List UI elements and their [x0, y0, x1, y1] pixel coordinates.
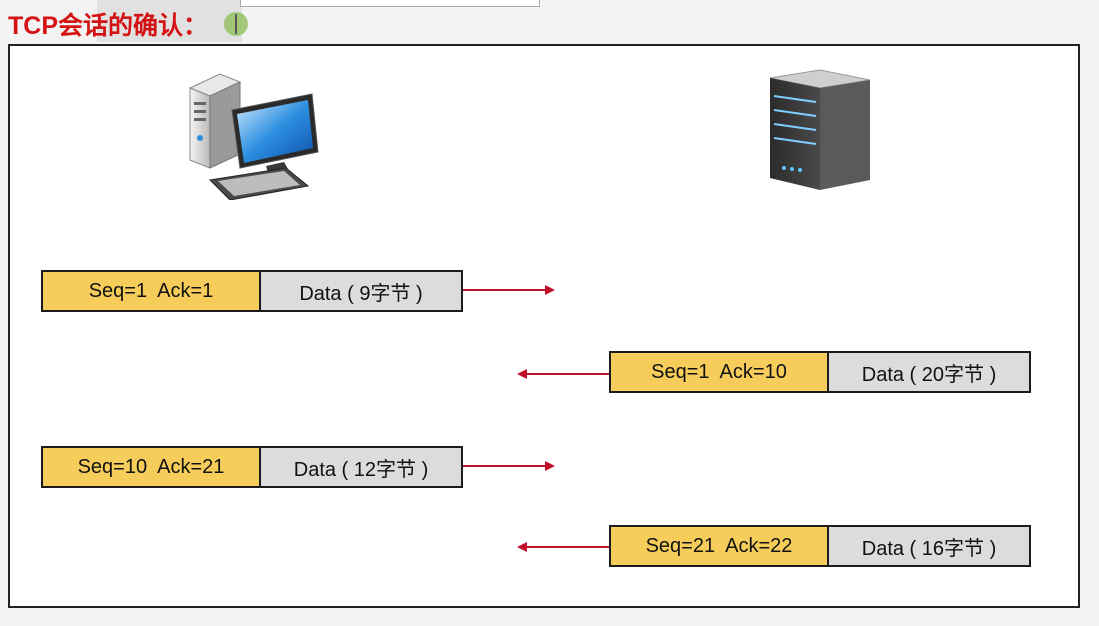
packet-3-seq-ack: Seq=10 Ack=21 [43, 448, 261, 486]
packet-4-data: Data ( 16字节 ) [829, 527, 1029, 565]
text-cursor-icon [235, 14, 237, 34]
packet-4: Seq=21 Ack=22 Data ( 16字节 ) [609, 525, 1031, 567]
packet-2: Seq=1 Ack=10 Data ( 20字节 ) [609, 351, 1031, 393]
server-tower-icon [769, 69, 871, 190]
packet-2-data: Data ( 20字节 ) [829, 353, 1029, 391]
diagram-frame [8, 44, 1080, 608]
packet-4-seq-ack: Seq=21 Ack=22 [611, 527, 829, 565]
top-strip [240, 0, 540, 7]
title-highlight [97, 0, 242, 42]
packet-1-data: Data ( 9字节 ) [261, 272, 461, 310]
packet-1: Seq=1 Ack=1 Data ( 9字节 ) [41, 270, 463, 312]
packet-3-data: Data ( 12字节 ) [261, 448, 461, 486]
desktop-computer-icon [188, 73, 319, 200]
arrow-right-icon [463, 461, 555, 471]
packet-3: Seq=10 Ack=21 Data ( 12字节 ) [41, 446, 463, 488]
arrow-left-icon [517, 369, 609, 379]
arrow-left-icon [517, 542, 609, 552]
packet-1-seq-ack: Seq=1 Ack=1 [43, 272, 261, 310]
page-title: TCP会话的确认： [8, 12, 209, 40]
packet-2-seq-ack: Seq=1 Ack=10 [611, 353, 829, 391]
arrow-right-icon [463, 285, 555, 295]
